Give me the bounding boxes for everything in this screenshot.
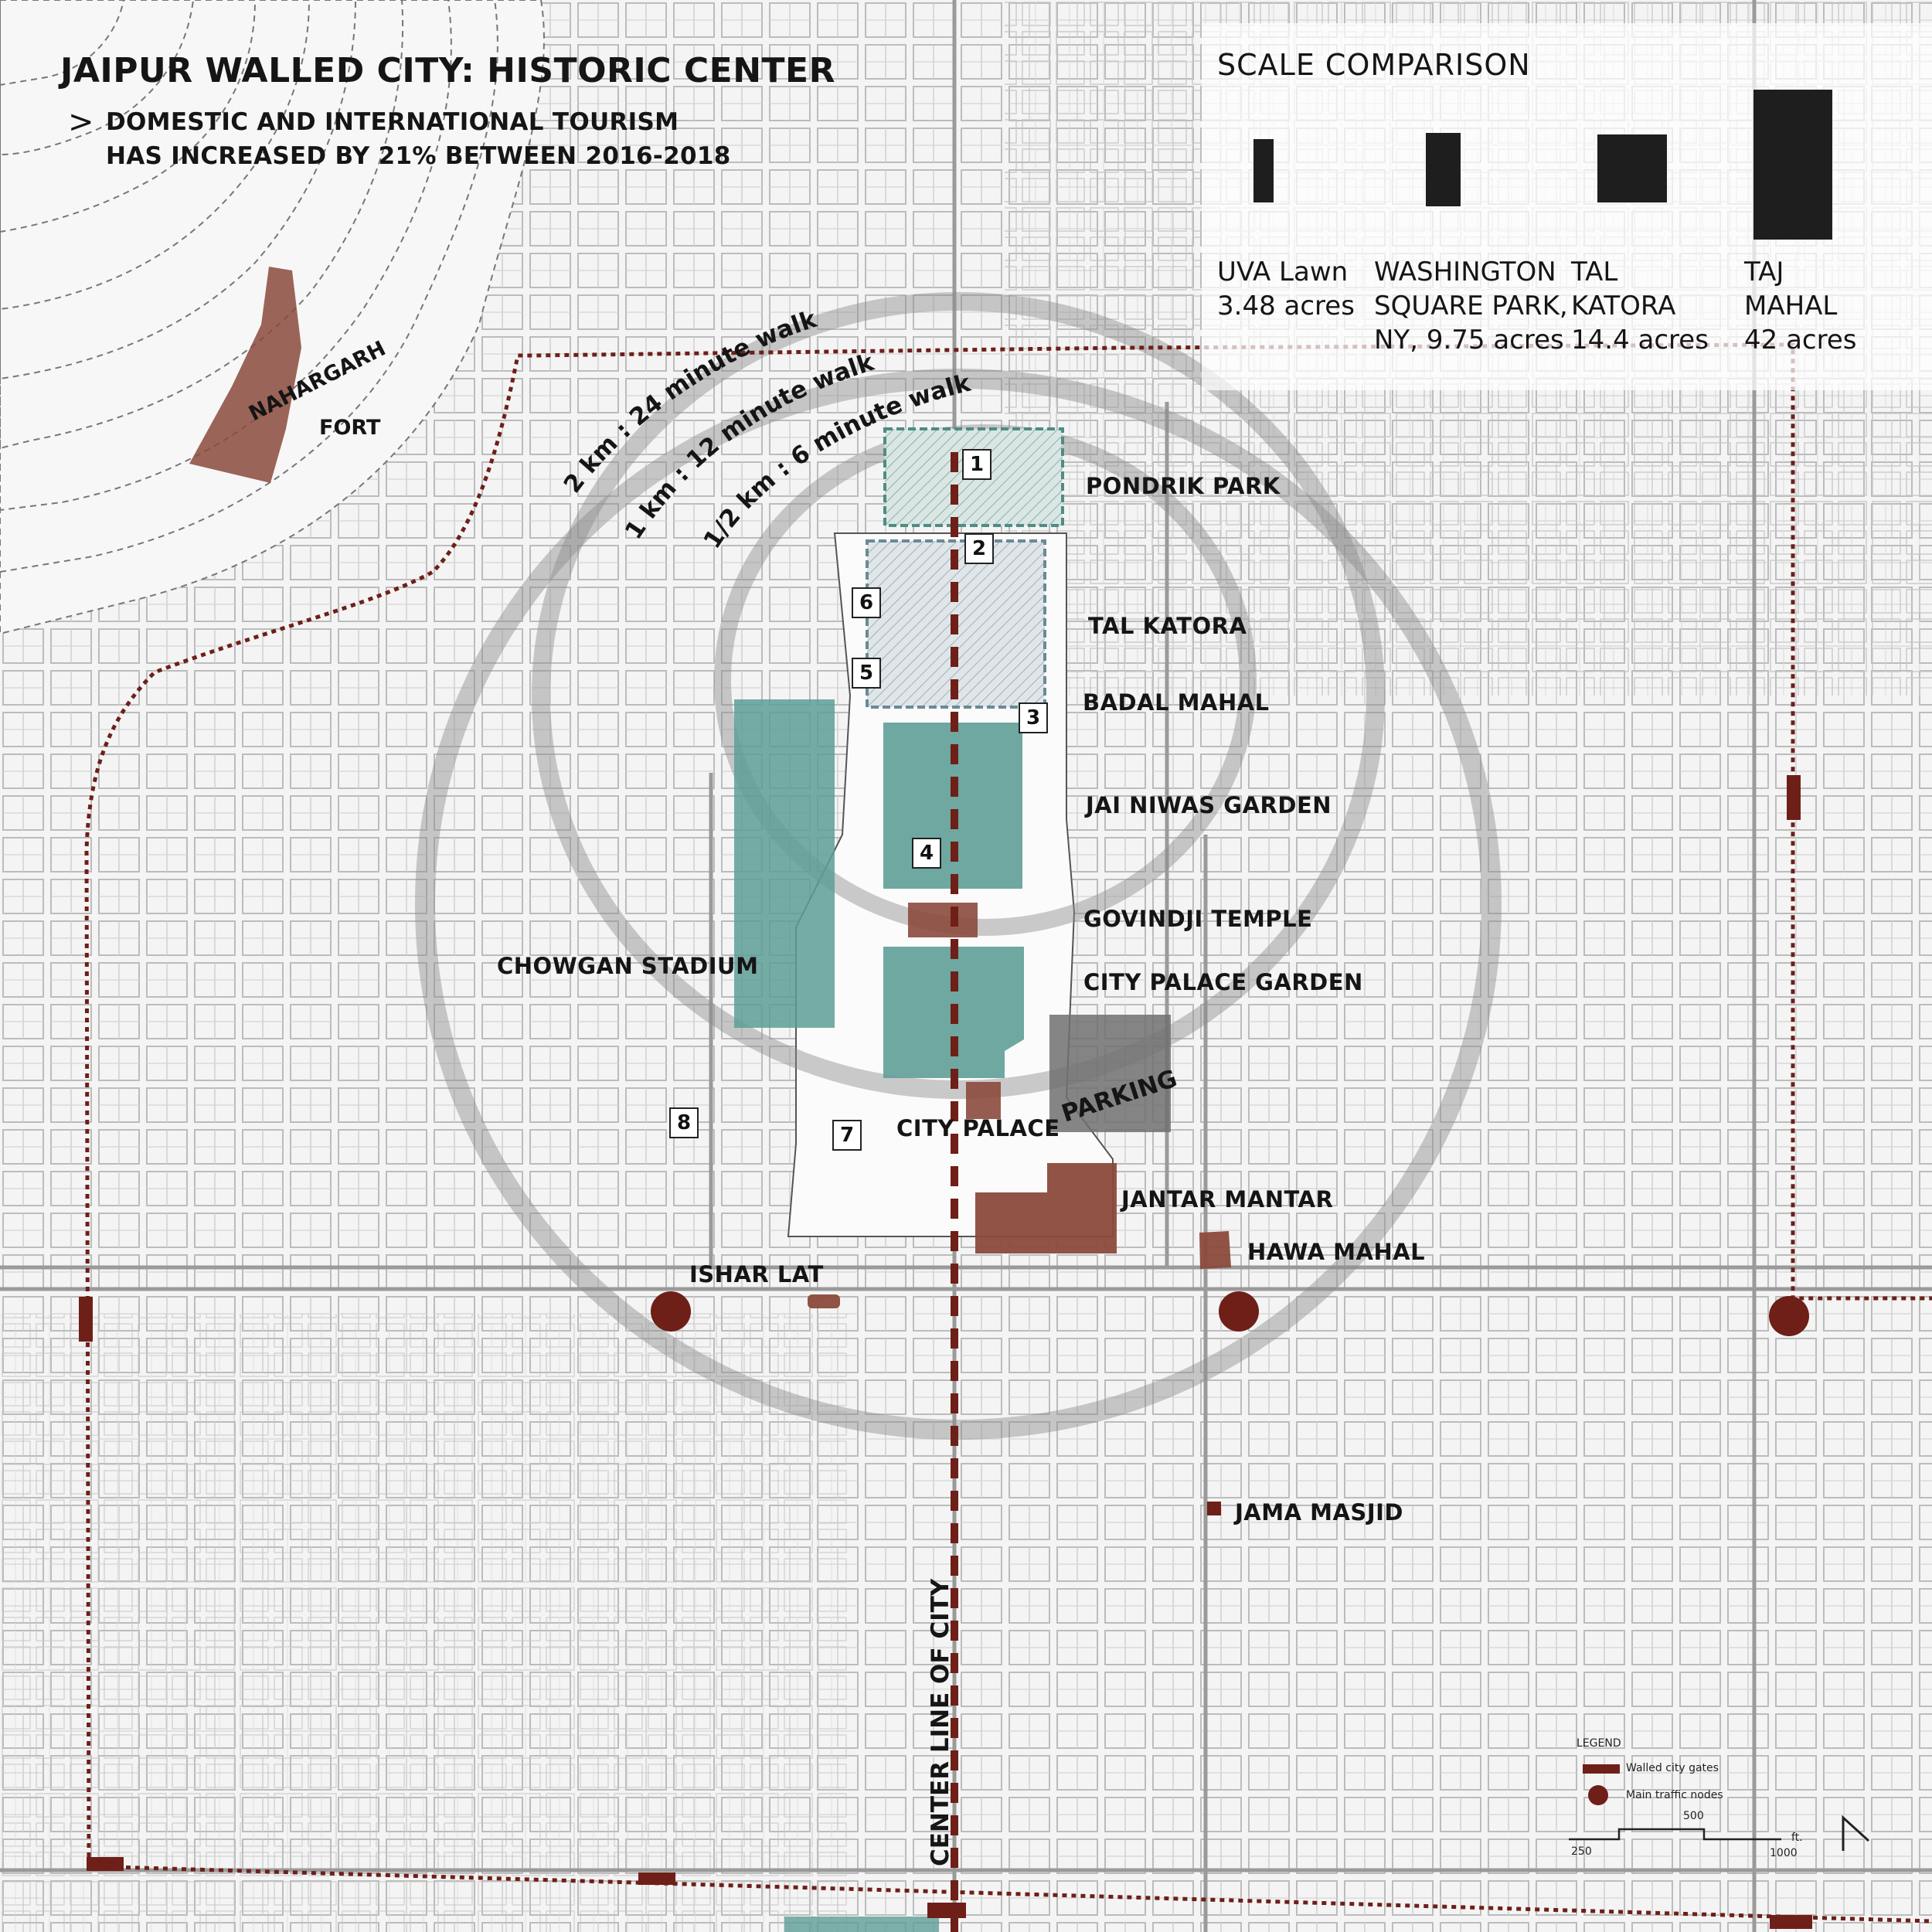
legend-gate-swatch: [1583, 1764, 1620, 1774]
subtitle-line-2: HAS INCREASED BY 21% BETWEEN 2016-2018: [106, 142, 731, 170]
city-palace-shape: [966, 1082, 1001, 1119]
node-chhoti-chaupar: [651, 1291, 691, 1332]
scale-box-tal-katora: [1597, 134, 1667, 202]
chowgan-stadium-area: [734, 699, 835, 1028]
scale-tal-katora-line3: 14.4 acres: [1571, 325, 1709, 355]
jantar-mantar-shape: [975, 1163, 1117, 1253]
gate-south-3: [927, 1903, 966, 1918]
nahargarh-fort-shape: [189, 267, 301, 483]
ishar-lat-shape: [808, 1294, 840, 1308]
scale-washington-line1: WASHINGTON: [1374, 257, 1556, 287]
govindji-temple-shape: [908, 903, 978, 937]
legend-nodes-label: Main traffic nodes: [1626, 1789, 1723, 1801]
scale-bar-right: 1000: [1770, 1847, 1798, 1859]
wall-gates: [79, 775, 1812, 1929]
subtitle-line-1: DOMESTIC AND INTERNATIONAL TOURISM: [106, 108, 679, 136]
legend-title: LEGEND: [1577, 1737, 1621, 1750]
scale-washington-line2: SQUARE PARK,: [1374, 291, 1568, 321]
jama-masjid-shape: [1207, 1502, 1221, 1515]
scale-box-uva-lawn: [1253, 139, 1274, 202]
city-palace-garden-label: CITY PALACE GARDEN: [1083, 969, 1363, 995]
scale-tal-katora-line2: KATORA: [1571, 291, 1676, 321]
gate-south-2: [638, 1872, 675, 1885]
marker-6: 6: [852, 587, 881, 618]
legend-node-swatch: [1588, 1785, 1608, 1805]
scale-comparison-heading: SCALE COMPARISON: [1217, 48, 1531, 82]
traffic-nodes: [651, 1291, 1809, 1336]
marker-5: 5: [852, 658, 881, 689]
govindji-temple-label: GOVINDJI TEMPLE: [1083, 906, 1313, 932]
center-line-label: CENTER LINE OF CITY: [927, 1578, 954, 1866]
scale-taj-mahal-line1: TAJ: [1744, 257, 1784, 287]
scale-taj-mahal-line2: MAHAL: [1744, 291, 1838, 321]
scale-washington-label: WASHINGTON SQUARE PARK, NY, 9.75 acres: [1374, 255, 1568, 357]
marker-8: 8: [669, 1107, 699, 1138]
gate-south-1: [87, 1857, 124, 1871]
scale-bar: [1569, 1828, 1781, 1841]
gate-west: [79, 1297, 93, 1342]
marker-4: 4: [912, 838, 941, 869]
scale-box-taj-mahal: [1753, 90, 1832, 240]
scale-taj-mahal-line3: 42 acres: [1744, 325, 1857, 355]
scale-comparison-shapes: [1253, 90, 1832, 240]
marker-7: 7: [832, 1120, 862, 1151]
scale-tal-katora-line1: TAL: [1571, 257, 1618, 287]
legend-gates-label: Walled city gates: [1626, 1762, 1719, 1774]
scale-uva-lawn-label: UVA Lawn 3.48 acres: [1217, 255, 1355, 323]
nahargarh-label-line2: FORT: [319, 416, 381, 440]
city-wall: [84, 342, 1932, 1923]
scale-tal-katora-label: TAL KATORA 14.4 acres: [1571, 255, 1709, 357]
scale-box-washington-square: [1426, 133, 1461, 206]
city-palace-label: CITY PALACE: [896, 1115, 1060, 1141]
city-fabric-dense-south: [0, 1314, 850, 1932]
scale-bar-left: 250: [1571, 1845, 1592, 1858]
hawa-mahal-label: HAWA MAHAL: [1247, 1239, 1426, 1265]
scale-bar-unit: ft.: [1791, 1832, 1803, 1844]
ishar-lat-label: ISHAR LAT: [689, 1261, 824, 1287]
parking-area: [1049, 1015, 1171, 1132]
page-title: JAIPUR WALLED CITY: HISTORIC CENTER: [60, 51, 835, 90]
node-badi-chaupar: [1219, 1291, 1259, 1332]
marker-1: 1: [962, 449, 992, 480]
jama-masjid-label: JAMA MASJID: [1235, 1499, 1403, 1526]
marker-2: 2: [964, 533, 994, 564]
scale-taj-mahal-label: TAJ MAHAL 42 acres: [1744, 255, 1856, 357]
pondrik-park-label: PONDRIK PARK: [1086, 473, 1281, 499]
marker-3: 3: [1019, 702, 1048, 733]
node-ramganj-chaupar: [1769, 1296, 1809, 1336]
badal-mahal-label: BADAL MAHAL: [1083, 689, 1270, 716]
gate-south-4: [1770, 1915, 1812, 1929]
north-arrow-icon: [1842, 1815, 1870, 1851]
jai-niwas-garden-label: JAI NIWAS GARDEN: [1086, 792, 1332, 818]
scale-bar-mid: 500: [1683, 1810, 1704, 1822]
ring-1km: [532, 292, 1385, 1099]
gate-east: [1787, 775, 1801, 820]
subtitle-arrow: >: [68, 104, 94, 140]
scale-uva-lawn-line2: 3.48 acres: [1217, 291, 1355, 321]
jantar-mantar-label: JANTAR MANTAR: [1121, 1186, 1334, 1213]
scale-washington-line3: NY, 9.75 acres: [1374, 325, 1564, 355]
hawa-mahal-shape: [1199, 1231, 1231, 1269]
south-garden-area: [784, 1917, 939, 1932]
scale-uva-lawn-line1: UVA Lawn: [1217, 257, 1349, 287]
chowgan-stadium-label: CHOWGAN STADIUM: [497, 953, 759, 979]
tal-katora-label: TAL KATORA: [1088, 613, 1247, 639]
